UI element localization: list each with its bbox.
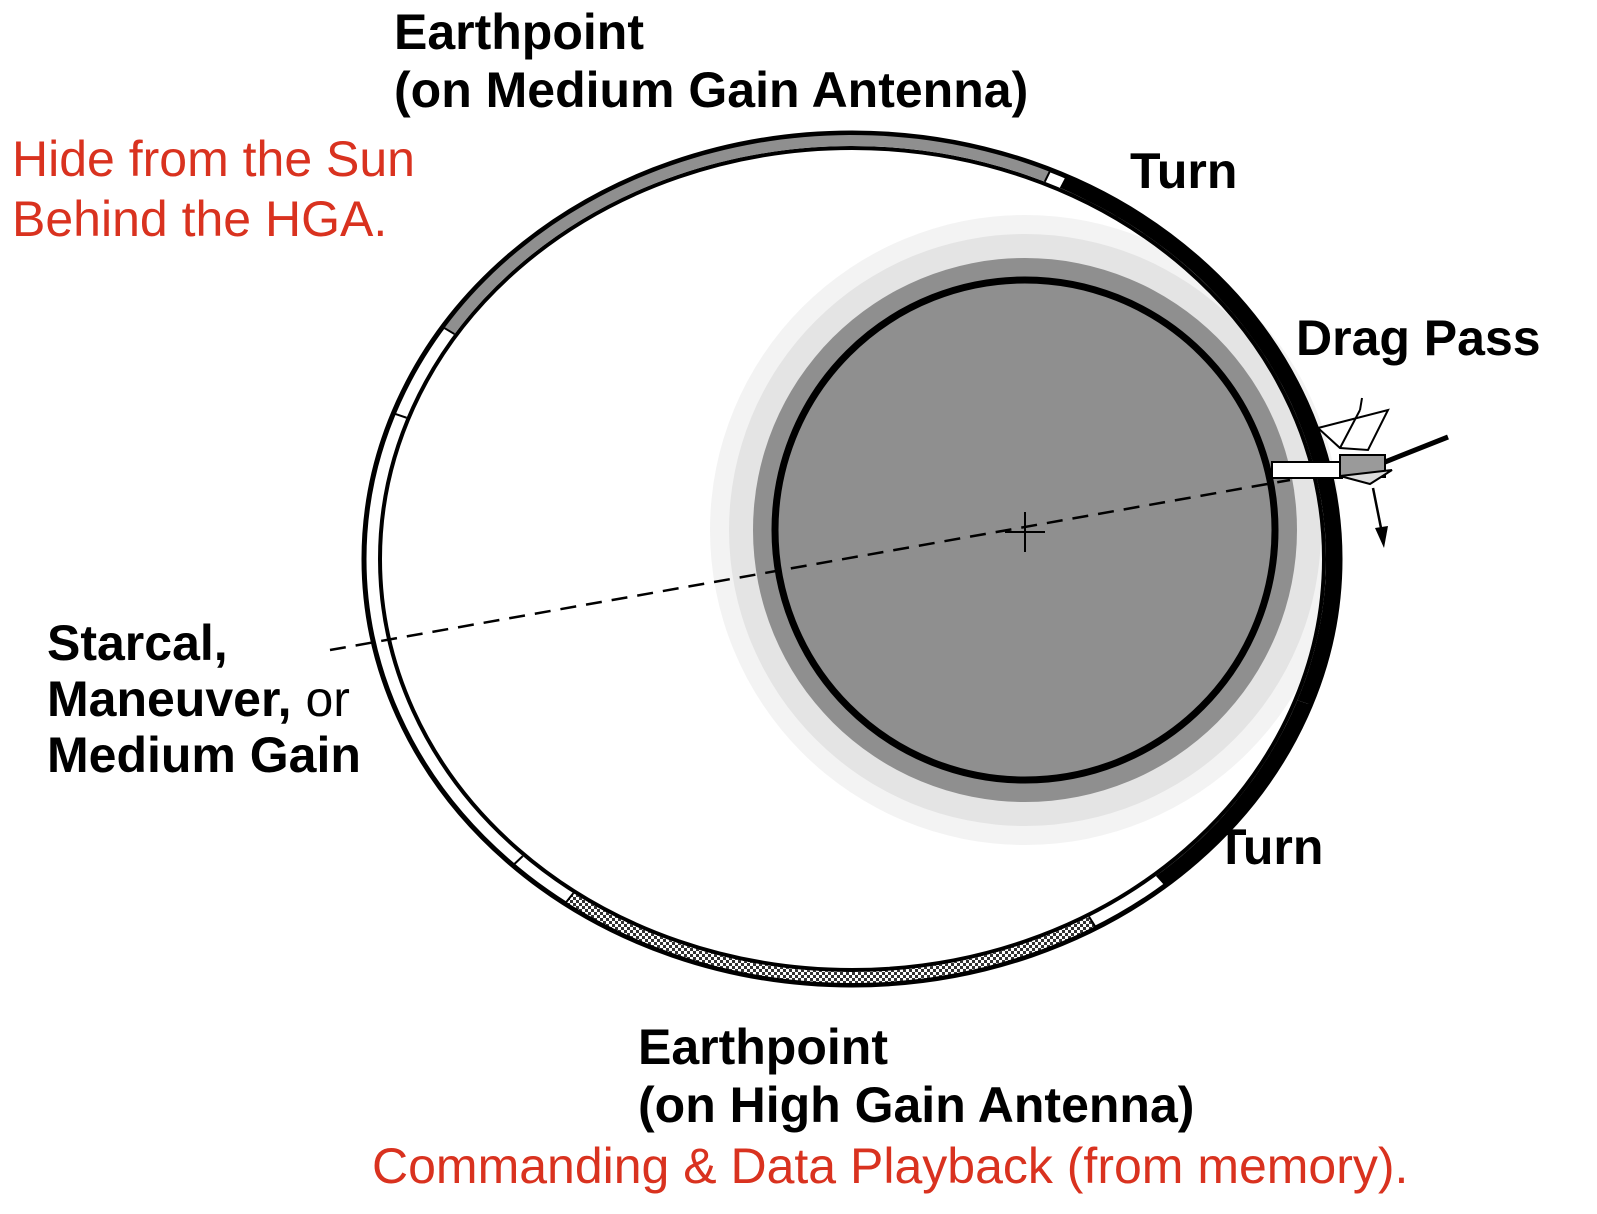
orbit-ring: [361, 130, 1343, 988]
tick-left-upper: [394, 413, 407, 419]
hga-earthpoint-segment: [566, 893, 1095, 983]
crosshair-icon: [1005, 512, 1045, 552]
tick-left-lower: [513, 855, 524, 865]
orbit-inner-edge: [378, 146, 1326, 972]
commanding-note: Commanding & Data Playback (from memory)…: [372, 1138, 1409, 1194]
tick-hga-end: [1088, 916, 1096, 927]
hide-from-sun-line2: Behind the HGA.: [12, 191, 388, 247]
tick-hga-start: [565, 892, 575, 903]
maneuver-text: Maneuver,: [47, 671, 292, 727]
planet: [710, 215, 1340, 845]
earthpoint-hga-title: Earthpoint: [638, 1019, 888, 1075]
orbit-outer-edge: [361, 130, 1343, 988]
tick-turn-top: [1116, 206, 1125, 218]
spacecraft-icon: [1271, 397, 1449, 486]
turn-bottom-segment: [1156, 700, 1309, 884]
turn-bottom-label: Turn: [1216, 819, 1324, 875]
mga-earthpoint-segment: [444, 135, 1050, 335]
hide-from-sun-line1: Hide from the Sun: [12, 131, 415, 187]
tick-turn-bottom: [1155, 874, 1166, 885]
arrow-down-icon: [1371, 487, 1388, 548]
orbit-segments: [394, 135, 1338, 983]
starcal-line2: Maneuver, or: [47, 670, 350, 728]
earthpoint-mga-title: Earthpoint: [394, 4, 644, 60]
turn-top-label: Turn: [1130, 143, 1238, 199]
starcal-line3: Medium Gain: [47, 727, 361, 783]
earthpoint-hga-subtitle: (on High Gain Antenna): [638, 1077, 1195, 1133]
apsis-line: [329, 478, 1291, 652]
drag-pass-label: Drag Pass: [1296, 310, 1541, 366]
or-text: or: [291, 671, 350, 727]
tick-mga-start: [443, 327, 455, 335]
earthpoint-mga-subtitle: (on Medium Gain Antenna): [394, 62, 1029, 118]
tick-mga-end: [1043, 171, 1051, 183]
starcal-line1: Starcal,: [47, 615, 228, 671]
